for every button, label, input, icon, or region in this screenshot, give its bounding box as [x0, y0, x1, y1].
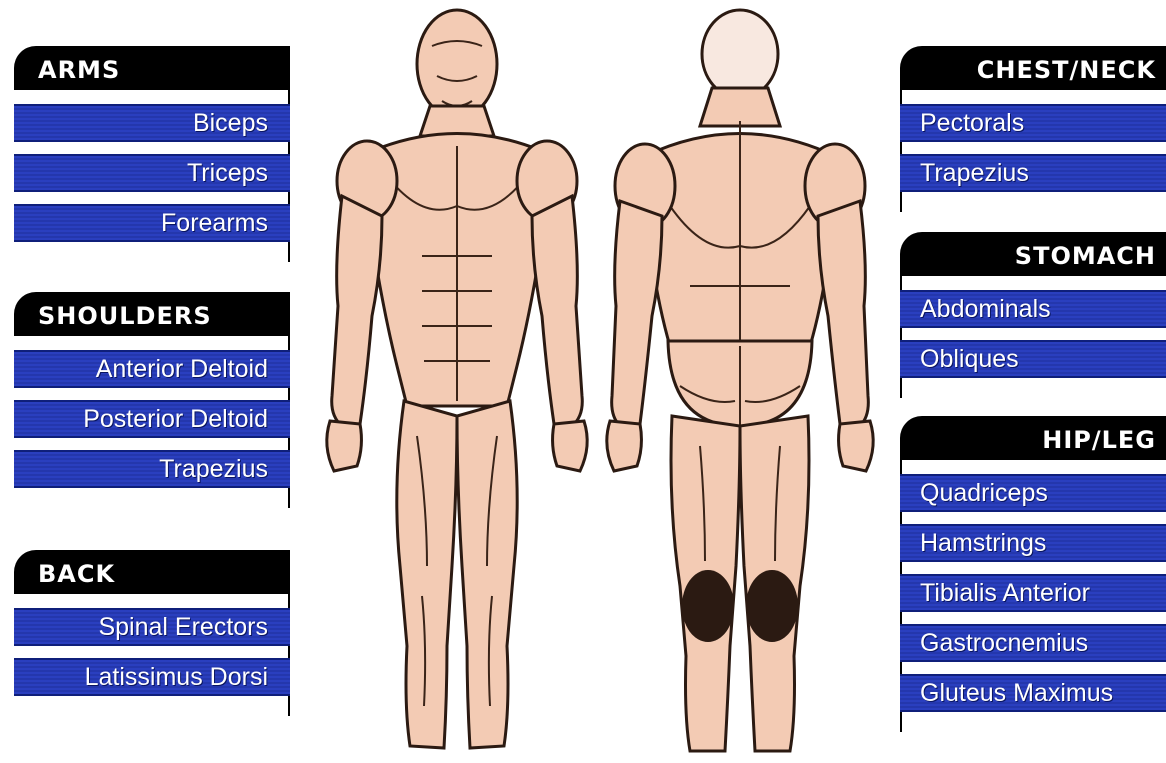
arms-group: ARMS Biceps Triceps Forearms — [14, 46, 290, 262]
divider — [900, 712, 1166, 732]
arms-item-biceps[interactable]: Biceps — [14, 104, 290, 142]
left-hand-front — [327, 421, 362, 471]
left-calf-back[interactable] — [682, 570, 734, 642]
hip-item-gluteus-maximus[interactable]: Gluteus Maximus — [900, 674, 1166, 712]
chest-item-trapezius[interactable]: Trapezius — [900, 154, 1166, 192]
divider — [900, 512, 1166, 524]
stomach-item-abdominals[interactable]: Abdominals — [900, 290, 1166, 328]
right-hand-front — [553, 421, 588, 471]
divider — [14, 488, 290, 508]
anatomy-back-figure[interactable] — [600, 6, 890, 763]
chest-item-pectorals[interactable]: Pectorals — [900, 104, 1166, 142]
divider — [900, 90, 1166, 104]
hip-leg-group: HIP/LEG Quadriceps Hamstrings Tibialis A… — [900, 416, 1166, 732]
stomach-item-obliques[interactable]: Obliques — [900, 340, 1166, 378]
hip-item-tibialis-anterior[interactable]: Tibialis Anterior — [900, 574, 1166, 612]
divider — [14, 90, 290, 104]
divider — [14, 594, 290, 608]
arms-item-triceps[interactable]: Triceps — [14, 154, 290, 192]
back-header: BACK — [14, 550, 290, 594]
shoulders-header: SHOULDERS — [14, 292, 290, 336]
divider — [900, 142, 1166, 154]
divider — [900, 378, 1166, 398]
chest-neck-header: CHEST/NECK — [900, 46, 1166, 90]
divider — [900, 460, 1166, 474]
hip-item-quadriceps[interactable]: Quadriceps — [900, 474, 1166, 512]
right-arm-front[interactable] — [532, 196, 582, 426]
hip-item-gastrocnemius[interactable]: Gastrocnemius — [900, 624, 1166, 662]
divider — [900, 328, 1166, 340]
head-back — [702, 10, 778, 98]
divider — [14, 696, 290, 716]
hip-item-hamstrings[interactable]: Hamstrings — [900, 524, 1166, 562]
shoulders-group: SHOULDERS Anterior Deltoid Posterior Del… — [14, 292, 290, 508]
divider — [900, 192, 1166, 212]
arms-header: ARMS — [14, 46, 290, 90]
right-calf-back[interactable] — [746, 570, 798, 642]
divider — [14, 336, 290, 350]
left-arm-front[interactable] — [332, 196, 382, 426]
right-leg-front[interactable] — [457, 401, 517, 748]
divider — [900, 276, 1166, 290]
right-arm-back[interactable] — [818, 201, 868, 426]
back-item-latissimus-dorsi[interactable]: Latissimus Dorsi — [14, 658, 290, 696]
anatomy-front-figure[interactable] — [312, 6, 602, 763]
divider — [14, 142, 290, 154]
right-hand-back — [839, 421, 874, 471]
shoulders-item-trapezius[interactable]: Trapezius — [14, 450, 290, 488]
divider — [900, 562, 1166, 574]
divider — [14, 646, 290, 658]
left-arm-back[interactable] — [612, 201, 662, 426]
back-item-spinal-erectors[interactable]: Spinal Erectors — [14, 608, 290, 646]
divider — [900, 612, 1166, 624]
left-hand-back — [607, 421, 642, 471]
neck-back[interactable] — [700, 88, 780, 126]
hip-leg-header: HIP/LEG — [900, 416, 1166, 460]
shoulders-item-posterior-deltoid[interactable]: Posterior Deltoid — [14, 400, 290, 438]
divider — [14, 192, 290, 204]
divider — [900, 662, 1166, 674]
divider — [14, 242, 290, 262]
back-group: BACK Spinal Erectors Latissimus Dorsi — [14, 550, 290, 716]
stomach-group: STOMACH Abdominals Obliques — [900, 232, 1166, 398]
stomach-header: STOMACH — [900, 232, 1166, 276]
left-leg-front[interactable] — [397, 401, 457, 748]
neck-front[interactable] — [420, 106, 494, 136]
arms-item-forearms[interactable]: Forearms — [14, 204, 290, 242]
shoulders-item-anterior-deltoid[interactable]: Anterior Deltoid — [14, 350, 290, 388]
divider — [14, 438, 290, 450]
head-front[interactable] — [417, 10, 497, 118]
divider — [14, 388, 290, 400]
chest-neck-group: CHEST/NECK Pectorals Trapezius — [900, 46, 1166, 212]
